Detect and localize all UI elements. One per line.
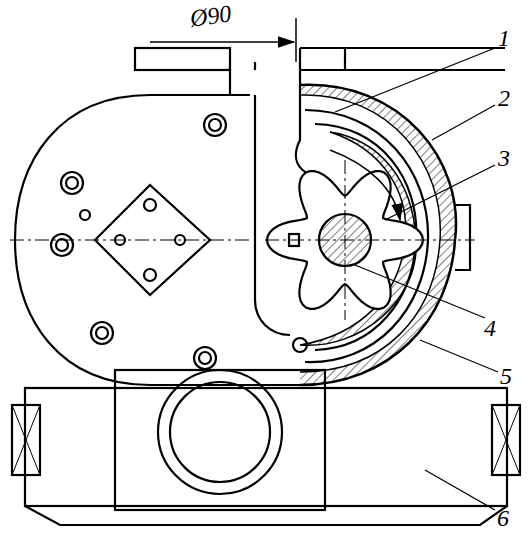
leader-lines [335, 48, 498, 510]
dimension-label: Ø90 [189, 1, 233, 31]
extension-line [295, 18, 297, 62]
callout-number: 5 [500, 364, 512, 388]
callout-number: 1 [498, 26, 510, 50]
rotation-arrow [330, 150, 400, 220]
pump-cover [10, 95, 300, 385]
callout-number: 6 [497, 506, 509, 530]
base [12, 370, 520, 525]
dimension-line [150, 41, 294, 43]
callout-number: 4 [484, 316, 496, 340]
callout-number: 3 [498, 146, 510, 170]
callout-number: 2 [498, 86, 510, 110]
